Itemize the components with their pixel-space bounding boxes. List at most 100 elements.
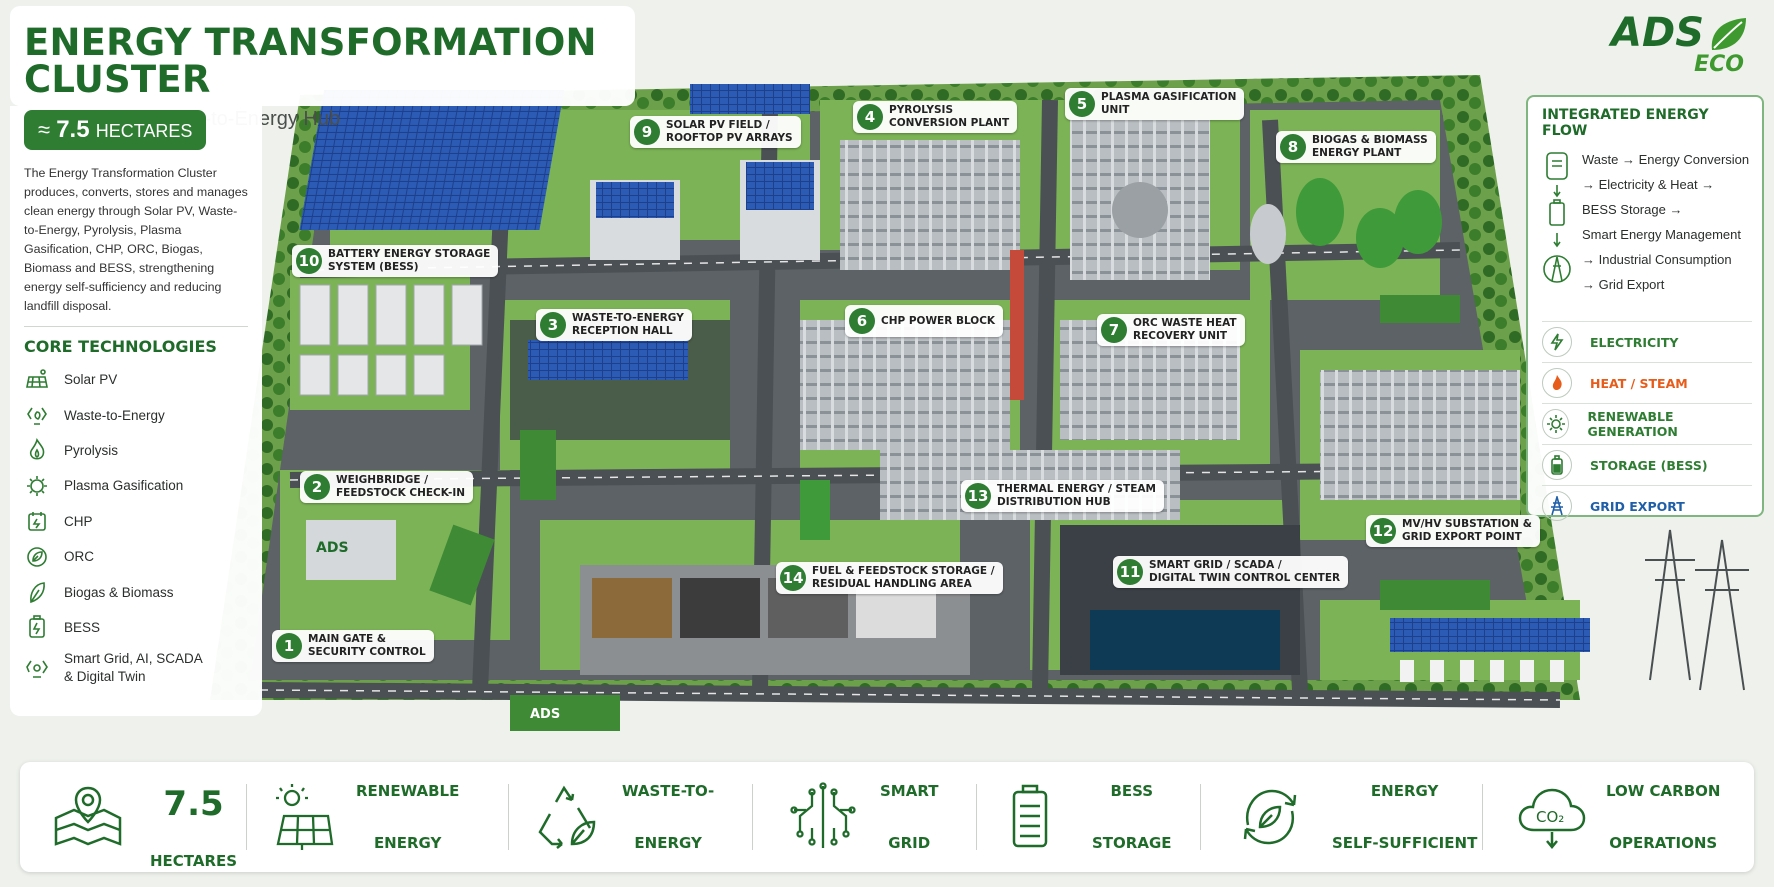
tech-item-pyrolysis: Pyrolysis [24, 433, 248, 468]
flow-step: Waste → Energy Conversion [1582, 152, 1750, 167]
lightning-icon [1542, 327, 1572, 357]
biogas-digesters [1250, 178, 1442, 268]
tech-label-line2: & Digital Twin [64, 669, 146, 685]
arrow-down-icon [1553, 185, 1561, 198]
plasma-gear-icon [24, 473, 50, 499]
facility-name: SMART GRID / SCADA / DIGITAL TWIN CONTRO… [1149, 559, 1341, 584]
facility-label-7[interactable]: 7 ORC WASTE HEAT RECOVERY UNIT [1097, 314, 1245, 346]
tech-item-bess: BESS [24, 610, 248, 645]
facility-number: 9 [634, 119, 660, 145]
stat-separator [1482, 784, 1483, 850]
area-badge-prefix: ≈ [38, 117, 51, 142]
gate-signage: ADS ADS [316, 540, 560, 722]
facility-number: 7 [1101, 317, 1127, 343]
tech-label: CHP [64, 513, 93, 529]
stat-line2: GRID [888, 834, 931, 852]
stat-line2: STORAGE [1092, 834, 1172, 852]
facility-label-12[interactable]: 12 MV/HV SUBSTATION & GRID EXPORT POINT [1366, 515, 1540, 547]
stat-line2: SELF-SUFFICIENT [1332, 834, 1478, 852]
facility-number: 12 [1370, 518, 1396, 544]
panel-divider [24, 326, 248, 327]
facility-name: WASTE-TO-ENERGY RECEPTION HALL [572, 312, 684, 337]
facility-number: 1 [276, 633, 302, 659]
tech-item-chp: CHP [24, 504, 248, 539]
leaf-cycle-icon [1243, 789, 1297, 845]
logo-leaf-icon [1711, 18, 1746, 50]
facility-label-13[interactable]: 13 THERMAL ENERGY / STEAM DISTRIBUTION H… [961, 480, 1164, 512]
tech-item-biogas-biomass: Biogas & Biomass [24, 574, 248, 609]
flow-step: → Electricity & Heat → [1582, 177, 1715, 192]
info-panel: ≈ 7.5 HECTARES The Energy Transformation… [10, 106, 262, 716]
bess-containers [299, 284, 483, 396]
area-badge-value: 7.5 [56, 116, 90, 143]
biomass-leaf-icon [24, 579, 50, 605]
ads-eco-logo: ADS ECO [1602, 8, 1752, 80]
stat-text: WASTE-TO- ENERGY [622, 752, 714, 882]
facility-label-4[interactable]: 4 PYROLYSIS CONVERSION PLANT [853, 101, 1018, 133]
facility-label-3[interactable]: 3 WASTE-TO-ENERGY RECEPTION HALL [536, 309, 692, 341]
facility-number: 8 [1280, 134, 1306, 160]
stat-line1: BESS [1110, 782, 1154, 800]
stat-text: 7.5 HECTARES [150, 760, 237, 874]
power-pylons [1645, 529, 1749, 691]
facility-number: 6 [849, 308, 875, 334]
solar-panel-icon [24, 367, 50, 393]
tech-label-wrap: Smart Grid, AI, SCADA & Digital Twin [64, 650, 203, 686]
flame-icon [24, 437, 50, 463]
legend-electricity: ELECTRICITY [1542, 321, 1752, 362]
facility-label-10[interactable]: 10 BATTERY ENERGY STORAGE SYSTEM (BESS) [292, 245, 499, 277]
facility-label-5[interactable]: 5 PLASMA GASIFICATION UNIT [1065, 88, 1245, 120]
facility-label-14[interactable]: 14 FUEL & FEEDSTOCK STORAGE / RESIDUAL H… [776, 562, 1003, 594]
tech-label: ORC [64, 549, 94, 565]
stat-renewable-energy: RENEWABLE ENERGY [272, 762, 459, 872]
facility-name: THERMAL ENERGY / STEAM DISTRIBUTION HUB [997, 483, 1156, 508]
stat-value: 7.5 [163, 784, 224, 824]
facility-name: BATTERY ENERGY STORAGE SYSTEM (BESS) [328, 248, 491, 273]
stat-bess-storage: BESS STORAGE [1010, 762, 1172, 872]
tech-item-waste-to-energy: Waste-to-Energy [24, 397, 248, 432]
site-trucks [429, 295, 1490, 731]
facility-label-1[interactable]: 1 MAIN GATE & SECURITY CONTROL [272, 630, 434, 662]
cluster-description: The Energy Transformation Cluster produc… [24, 166, 248, 313]
legend-label: RENEWABLE GENERATION [1587, 409, 1678, 439]
facility-label-9[interactable]: 9 SOLAR PV FIELD / ROOFTOP PV ARRAYS [630, 116, 801, 148]
facility-name: PYROLYSIS CONVERSION PLANT [889, 104, 1010, 129]
energy-flow-title: INTEGRATED ENERGY FLOW [1542, 107, 1709, 139]
stat-separator [752, 784, 753, 850]
energy-flow-steps: Waste → Energy Conversion → Electricity … [1542, 151, 1752, 315]
stat-text: RENEWABLE ENERGY [356, 752, 459, 882]
facility-name: FUEL & FEEDSTOCK STORAGE / RESIDUAL HAND… [812, 565, 995, 590]
tech-label: Solar PV [64, 372, 118, 388]
facility-name: BIOGAS & BIOMASS ENERGY PLANT [1312, 134, 1428, 159]
recycle-icon [538, 785, 596, 849]
co2-cloud-icon: CO₂ [1518, 788, 1586, 849]
facility-number: 4 [857, 104, 883, 130]
facility-label-6[interactable]: 6 CHP POWER BLOCK [845, 305, 1004, 337]
facility-name: PLASMA GASIFICATION UNIT [1101, 91, 1237, 116]
stat-line2: OPERATIONS [1609, 834, 1718, 852]
stat-separator [1200, 784, 1201, 850]
legend-heat-steam: HEAT / STEAM [1542, 362, 1752, 403]
stats-bar: 7.5 HECTARES RENEWABLE ENERGY WASTE-TO- … [20, 762, 1754, 872]
stat-waste-to-energy: WASTE-TO- ENERGY [536, 762, 714, 872]
flow-step: Smart Energy Management [1582, 227, 1741, 242]
facility-label-8[interactable]: 8 BIOGAS & BIOMASS ENERGY PLANT [1276, 131, 1436, 163]
facility-label-2[interactable]: 2 WEIGHBRIDGE / FEEDSTOCK CHECK-IN [300, 471, 474, 503]
energy-flow-panel: INTEGRATED ENERGY FLOW Waste → Energy Co… [1526, 95, 1764, 521]
tech-label: Biogas & Biomass [64, 584, 174, 600]
waste-bin-icon [1546, 152, 1568, 180]
tech-label: BESS [64, 619, 101, 635]
facility-number: 5 [1069, 91, 1095, 117]
stat-hectares: 7.5 HECTARES [52, 762, 237, 872]
stat-text: LOW CARBON OPERATIONS [1606, 752, 1720, 882]
stat-text: ENERGY SELF-SUFFICIENT [1332, 752, 1477, 882]
facility-label-11[interactable]: 11 SMART GRID / SCADA / DIGITAL TWIN CON… [1113, 556, 1349, 588]
flow-icon-column [1542, 151, 1572, 316]
battery-icon [1012, 784, 1048, 848]
tech-item-solar-pv: Solar PV [24, 362, 248, 397]
stat-line1: RENEWABLE [356, 782, 460, 800]
logo-brand: ADS [1611, 10, 1704, 56]
title-card: ENERGY TRANSFORMATION CLUSTER Renewable … [10, 6, 635, 130]
legend-renewable-generation: RENEWABLE GENERATION [1542, 403, 1752, 444]
sun-icon [1542, 409, 1570, 439]
